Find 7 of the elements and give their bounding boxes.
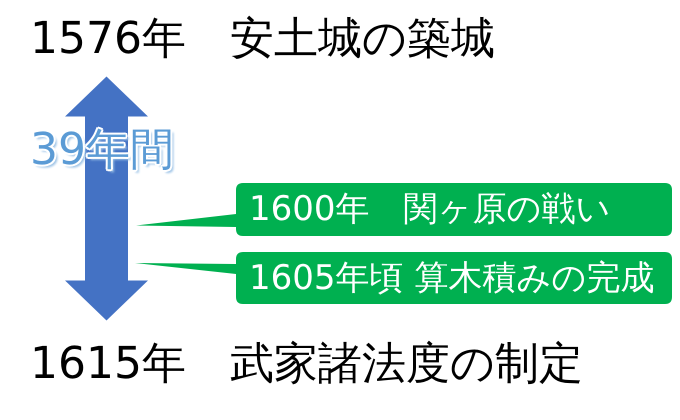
callout-box [136,183,672,236]
callout-box [135,252,672,304]
event-text: 1615年 武家諸法度の制定 [30,337,583,390]
callout-text: 1600年 関ヶ原の戦い [249,188,611,231]
callout-text: 1605年頃 算木積みの完成 [249,257,654,300]
event-text: 1576年 安土城の築城 [30,12,495,65]
arrow [65,76,148,320]
